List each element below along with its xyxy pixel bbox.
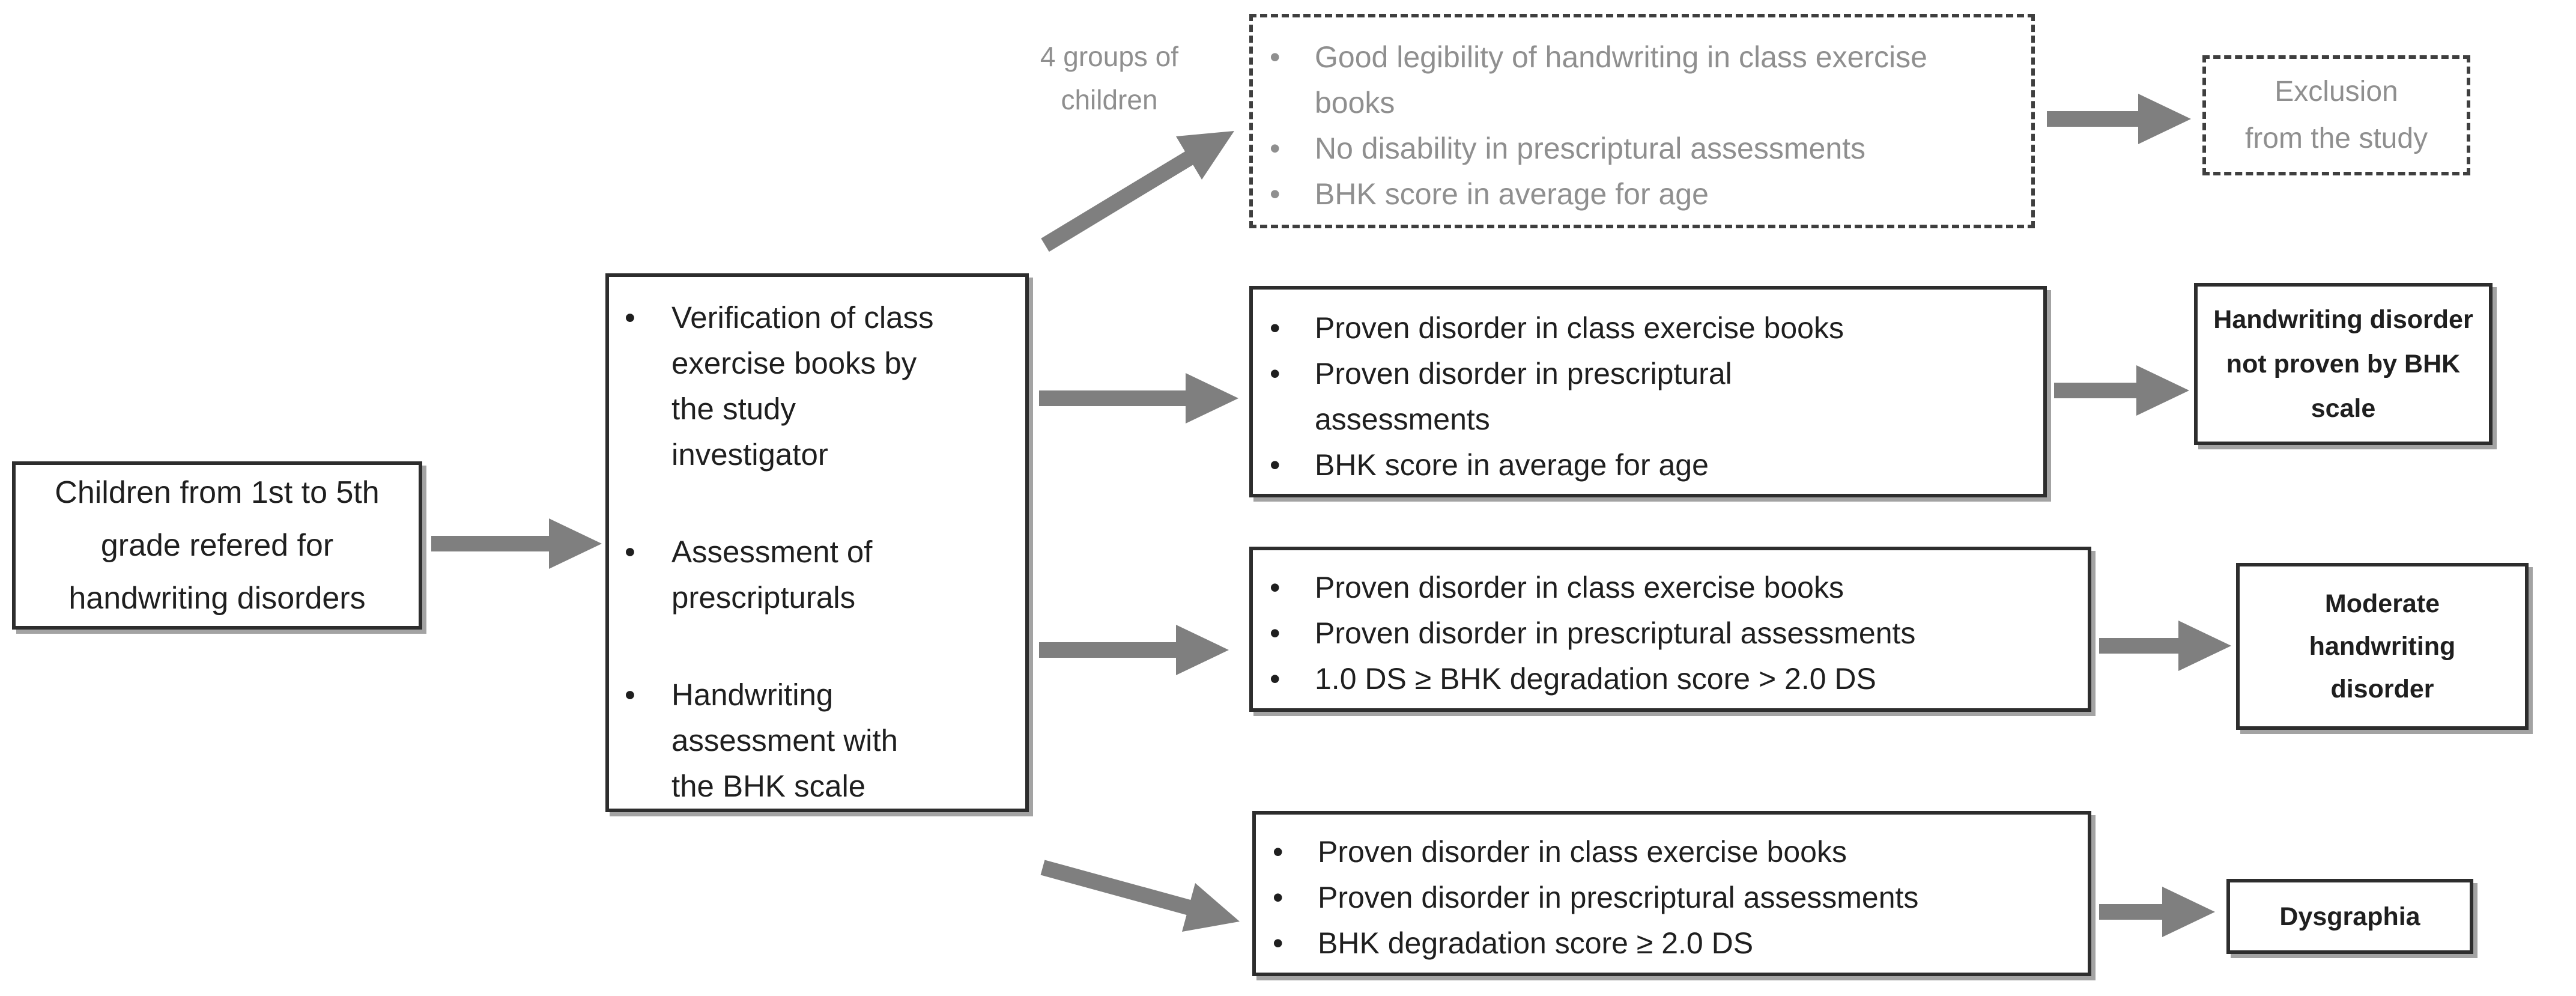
outcome-line: handwriting	[2309, 631, 2456, 661]
criteria-item: BHK degradation score ≥ 2.0 DS	[1273, 920, 2076, 966]
arrow-process-to-group-2	[1039, 373, 1238, 424]
outcome-line: disorder	[2330, 674, 2434, 703]
criteria-item: Proven disorder in class exercise books	[1270, 305, 2031, 351]
outcome-line: scale	[2311, 394, 2376, 423]
criteria-item: Proven disorder in class exercise books	[1273, 829, 2076, 875]
criteria-box-excluded: Good legibility of handwriting in class …	[1249, 14, 2035, 228]
criteria-list-excluded: Good legibility of handwriting in class …	[1270, 34, 2019, 217]
arrow-group-4-to-outcome	[2099, 887, 2215, 937]
outcome-line: Moderate	[2324, 589, 2440, 618]
arrow-group-2-to-outcome	[2054, 365, 2189, 416]
outcome-line: Handwriting disorder	[2213, 305, 2473, 334]
criteria-item: No disability in prescriptural assessmen…	[1270, 126, 2019, 171]
criteria-item: Proven disorder in class exercise books	[1270, 565, 2076, 610]
process-list: Verification of class exercise books by …	[622, 295, 1011, 809]
outcome-line: not proven by BHK	[2226, 350, 2461, 378]
criteria-list-moderate: Proven disorder in class exercise books …	[1270, 565, 2076, 702]
outcome-line: from the study	[2244, 123, 2428, 154]
criteria-item: BHK score in average for age	[1270, 442, 2031, 488]
criteria-item: Proven disorder in prescriptural assessm…	[1270, 351, 2031, 442]
criteria-item: BHK score in average for age	[1270, 171, 2019, 217]
criteria-box-moderate: Proven disorder in class exercise books …	[1249, 547, 2091, 712]
criteria-list-not-proven: Proven disorder in class exercise books …	[1270, 305, 2031, 488]
process-item-bhk: Handwriting assessment with the BHK scal…	[622, 672, 1011, 809]
process-item-verification: Verification of class exercise books by …	[622, 295, 1011, 478]
arrow-process-to-group-1	[1041, 131, 1234, 252]
arrow-process-to-group-4	[1040, 860, 1240, 932]
group-count-label: 4 groups of children	[1040, 41, 1179, 115]
criteria-item: 1.0 DS ≥ BHK degradation score > 2.0 DS	[1270, 656, 2076, 702]
criteria-item: Proven disorder in prescriptural assessm…	[1270, 610, 2076, 656]
outcome-box-not-proven: Handwriting disorder not proven by BHK s…	[2194, 283, 2493, 445]
criteria-list-dysgraphia: Proven disorder in class exercise books …	[1273, 829, 2076, 966]
outcome-box-dysgraphia: Dysgraphia	[2226, 879, 2473, 954]
arrow-group-3-to-outcome	[2099, 621, 2231, 671]
process-item-prescripturals: Assessment of prescripturals	[622, 529, 1011, 621]
outcome-box-moderate: Moderate handwriting disorder	[2236, 563, 2529, 730]
criteria-box-dysgraphia: Proven disorder in class exercise books …	[1252, 811, 2091, 976]
process-box: Verification of class exercise books by …	[605, 273, 1029, 812]
outcome-line: Dysgraphia	[2279, 902, 2420, 931]
criteria-item: Good legibility of handwriting in class …	[1270, 34, 2019, 126]
arrow-process-to-group-3	[1039, 625, 1229, 675]
arrow-group-1-to-outcome	[2047, 94, 2191, 144]
arrow-entry-to-process	[431, 518, 602, 569]
entry-box: Children from 1st to 5th grade refered f…	[12, 461, 422, 630]
entry-text: Children from 1st to 5th grade refered f…	[55, 475, 380, 616]
criteria-box-not-proven: Proven disorder in class exercise books …	[1249, 286, 2047, 497]
outcome-line: Exclusion	[2274, 76, 2398, 108]
outcome-box-exclusion: Exclusion from the study	[2202, 55, 2470, 175]
criteria-item: Proven disorder in prescriptural assessm…	[1273, 875, 2076, 920]
